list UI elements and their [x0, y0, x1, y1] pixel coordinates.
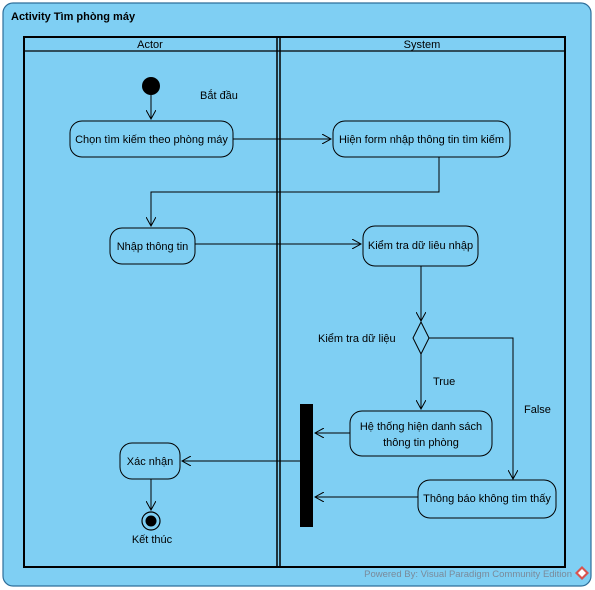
- action-enter-info-label: Nhập thông tin: [117, 241, 189, 253]
- lane-header-system: System: [404, 39, 441, 51]
- action-show-form: [332, 120, 511, 158]
- action-confirm: [119, 442, 181, 480]
- lane-header-actor: Actor: [137, 39, 163, 51]
- final-node-inner: [145, 515, 157, 527]
- action-show-list-label-1: Hệ thống hiện danh sách: [360, 421, 482, 433]
- watermark-text: Powered By: Visual Paradigm Community Ed…: [364, 569, 572, 580]
- visual-paradigm-logo-icon: [575, 566, 589, 580]
- action-show-list: [349, 410, 493, 457]
- decision-label: Kiểm tra dữ liệu: [318, 333, 396, 345]
- end-label: Kết thúc: [132, 534, 173, 546]
- action-confirm-label: Xác nhận: [127, 456, 173, 468]
- diagram-title: Activity Tìm phòng máy: [11, 11, 136, 23]
- action-not-found: [417, 479, 557, 519]
- start-label: Bắt đầu: [200, 89, 238, 102]
- action-enter-info: [109, 227, 196, 265]
- action-show-list-label-2: thông tin phòng: [383, 437, 459, 449]
- initial-node: [142, 77, 160, 95]
- flow-form-to-enter: [151, 157, 440, 226]
- swimlane-container: [23, 36, 566, 568]
- guard-true: True: [433, 376, 455, 388]
- action-not-found-label: Thông báo không tìm thấy: [423, 493, 551, 505]
- action-check-input-label: Kiểm tra dữ liêu nhập: [368, 240, 473, 252]
- join-bar: [300, 404, 313, 527]
- action-choose-search-label: Chọn tìm kiếm theo phòng máy: [75, 134, 228, 146]
- flow-false: [429, 337, 513, 479]
- guard-false: False: [524, 404, 551, 416]
- action-show-form-label: Hiện form nhập thông tin tìm kiếm: [339, 134, 504, 146]
